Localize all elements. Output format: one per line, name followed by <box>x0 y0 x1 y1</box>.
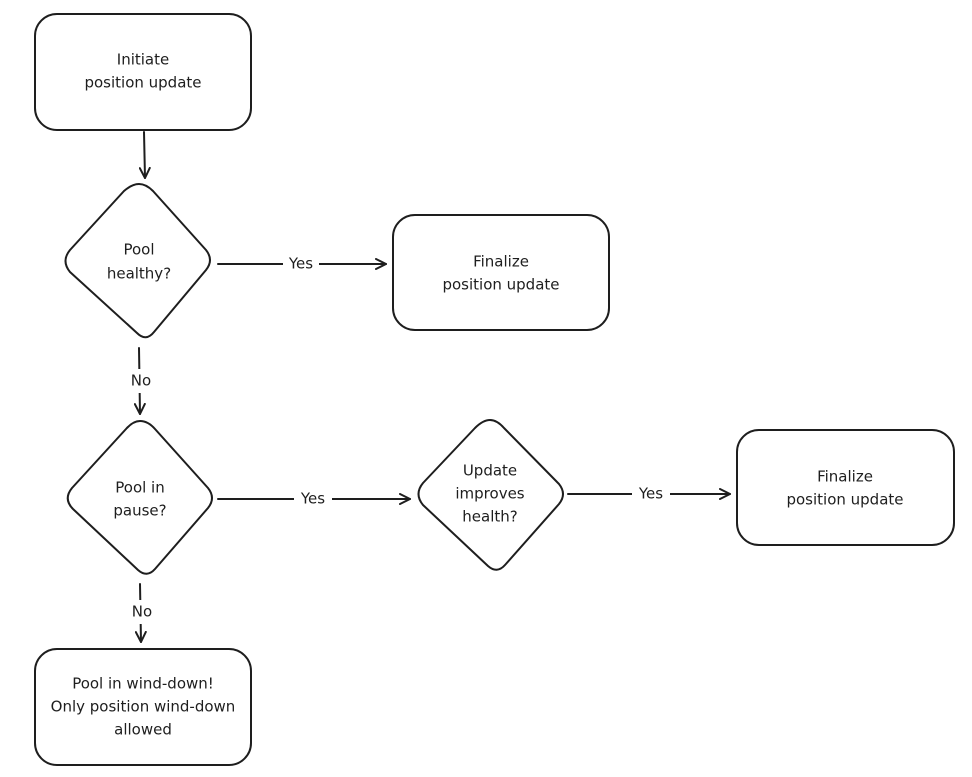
node-pool-wind-down: Pool in wind-down! Only position wind-do… <box>34 648 252 766</box>
node-finalize-1-line-1: Finalize <box>473 253 529 271</box>
edge-label-pause-yes: Yes <box>300 490 325 508</box>
decision-improves-line-1: Update <box>463 462 517 480</box>
edge-pause-yes: Yes <box>217 487 411 511</box>
decision-update-improves-health: Update improves health? <box>417 419 564 571</box>
node-wind-down-line-2: Only position wind-down <box>51 698 236 716</box>
edge-label-improves-yes: Yes <box>638 485 663 503</box>
edge-improves-yes: Yes <box>567 482 731 506</box>
decision-pool-in-pause-line-1: Pool in <box>115 479 164 497</box>
node-initiate-line-2: position update <box>84 74 201 92</box>
decision-pool-healthy-line-2: healthy? <box>107 265 171 283</box>
node-wind-down-line-1: Pool in wind-down! <box>72 675 214 693</box>
decision-pool-in-pause-line-2: pause? <box>113 502 166 520</box>
node-wind-down-line-3: allowed <box>114 721 172 739</box>
decision-improves-line-3: health? <box>462 508 517 526</box>
node-initiate-line-1: Initiate <box>117 51 169 69</box>
decision-pool-healthy: Pool healthy? <box>64 183 211 339</box>
node-finalize-update-1: Finalize position update <box>392 214 610 331</box>
edge-initiate-to-healthy <box>138 131 151 179</box>
node-finalize-update-2: Finalize position update <box>736 429 955 546</box>
edge-healthy-no: No <box>126 347 156 415</box>
edge-label-pause-no: No <box>132 603 152 621</box>
node-finalize-2-line-1: Finalize <box>817 468 873 486</box>
edge-label-healthy-no: No <box>131 372 151 390</box>
node-finalize-2-line-2: position update <box>786 491 903 509</box>
edge-pause-no: No <box>127 583 157 643</box>
decision-pool-in-pause: Pool in pause? <box>66 420 213 575</box>
decision-pool-healthy-line-1: Pool <box>123 241 154 259</box>
edge-label-healthy-yes: Yes <box>288 255 313 273</box>
node-finalize-1-line-2: position update <box>442 276 559 294</box>
node-initiate-update: Initiate position update <box>34 13 252 131</box>
edge-healthy-yes: Yes <box>217 252 387 276</box>
decision-improves-line-2: improves <box>455 485 524 503</box>
